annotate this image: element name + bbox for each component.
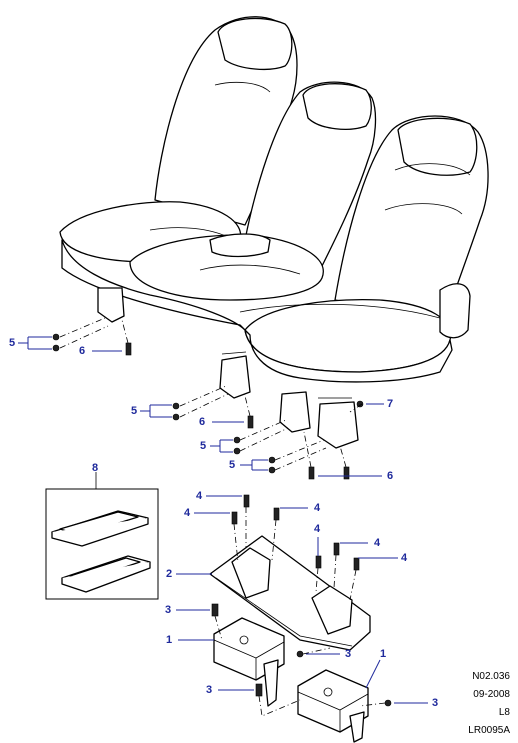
right-seat-foot-b bbox=[317, 401, 359, 449]
callout-3: 3 bbox=[206, 684, 213, 696]
callout-6: 6 bbox=[387, 470, 394, 482]
callout-4: 4 bbox=[314, 523, 321, 535]
reference-image-code: LR0095A bbox=[468, 725, 510, 736]
callout-5: 5 bbox=[131, 405, 138, 417]
rear-seat-assembly bbox=[59, 16, 489, 449]
leader-lines bbox=[18, 336, 428, 704]
callout-5: 5 bbox=[9, 337, 16, 349]
seat-floor-rail bbox=[209, 494, 371, 651]
callout-3: 3 bbox=[345, 648, 352, 660]
centre-armrest bbox=[209, 233, 271, 258]
reference-code: N02.036 bbox=[472, 671, 510, 682]
callout-4: 4 bbox=[401, 552, 408, 564]
reference-date: 09-2008 bbox=[473, 689, 510, 700]
callout-8: 8 bbox=[92, 462, 99, 474]
callout-6: 6 bbox=[199, 416, 206, 428]
right-headrest bbox=[397, 117, 478, 176]
callout-4: 4 bbox=[196, 490, 203, 502]
seat-base-frame bbox=[61, 239, 453, 383]
callout-3: 3 bbox=[165, 604, 172, 616]
callout-7: 7 bbox=[387, 398, 394, 410]
callout-4: 4 bbox=[374, 537, 381, 549]
reference-model: L8 bbox=[498, 707, 510, 718]
callout-4: 4 bbox=[314, 502, 321, 514]
callout-1: 1 bbox=[380, 648, 387, 660]
middle-headrest bbox=[302, 83, 372, 130]
callout-1: 1 bbox=[166, 634, 173, 646]
middle-seat-foot bbox=[219, 355, 251, 399]
left-seat-foot bbox=[97, 287, 125, 323]
callout-5: 5 bbox=[229, 459, 236, 471]
seat-fasteners bbox=[52, 317, 364, 480]
callout-2: 2 bbox=[166, 568, 173, 580]
callout-6: 6 bbox=[79, 345, 86, 357]
middle-seat-cushion bbox=[129, 234, 324, 301]
seat-mounting-brackets bbox=[211, 603, 392, 743]
callout-4: 4 bbox=[184, 507, 191, 519]
right-seat-side-trim bbox=[439, 283, 471, 339]
right-seat-foot-a bbox=[279, 391, 311, 433]
callout-5: 5 bbox=[200, 440, 207, 452]
callout-3: 3 bbox=[432, 697, 439, 709]
bracket-kit-box bbox=[45, 472, 159, 600]
left-headrest bbox=[217, 17, 293, 70]
